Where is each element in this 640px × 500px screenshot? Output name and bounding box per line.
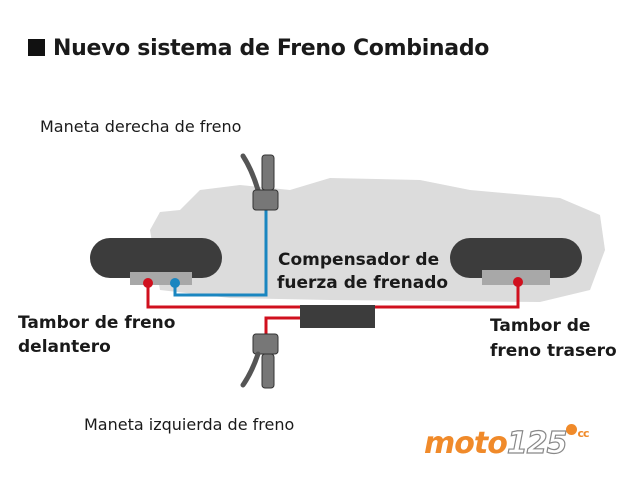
logo-number: 125 [506, 425, 568, 461]
rear-drum-label-2: freno trasero [490, 341, 617, 361]
front-brake-line [173, 208, 268, 297]
left-brake-lever-icon [240, 333, 279, 389]
bullet-square-icon [28, 39, 45, 56]
rear-wheel [450, 238, 582, 278]
front-drum-mount [130, 272, 192, 285]
front-drum-label-2: delantero [18, 337, 111, 357]
front-drum-red-port [143, 278, 153, 288]
right-brake-lever-icon [240, 153, 279, 211]
front-wheel [90, 238, 222, 278]
rear-drum-port [513, 277, 523, 287]
title-text: Nuevo sistema de Freno Combinado [53, 36, 490, 61]
compensator-label-1: Compensador de [278, 250, 440, 270]
right-lever-label: Maneta derecha de freno [40, 117, 242, 136]
page-title: Nuevo sistema de Freno Combinado [28, 36, 489, 61]
front-drum-blue-port [170, 278, 180, 288]
left-lever-line [264, 316, 300, 336]
brake-force-compensator [300, 305, 375, 328]
left-lever-label: Maneta izquierda de freno [84, 415, 295, 434]
front-drum-label-1: Tambor de freno [18, 313, 176, 333]
logo-suffix: cc [577, 427, 589, 440]
moto125-logo: moto125 cc [424, 424, 590, 462]
rear-drum-label-1: Tambor de [490, 316, 591, 336]
logo-dot-icon [566, 424, 578, 435]
logo-text: moto [424, 426, 508, 461]
compensator-label-2: fuerza de frenado [277, 273, 449, 293]
